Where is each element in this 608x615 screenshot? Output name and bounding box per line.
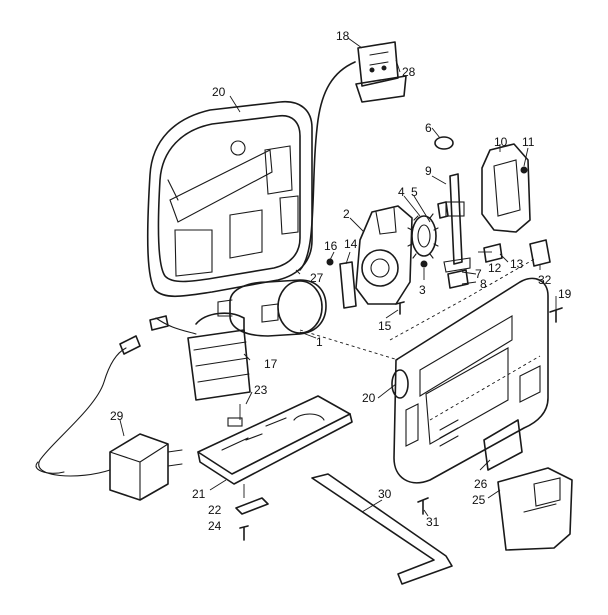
callout-3: 3 — [419, 283, 426, 297]
internal-cord — [155, 317, 197, 335]
motor-lead-wire — [299, 61, 356, 271]
switch-assembly — [355, 41, 407, 103]
gear-housing — [355, 205, 413, 305]
callout-24: 24 — [208, 519, 222, 533]
callout-23: 23 — [254, 383, 268, 397]
callout-30: 30 — [378, 487, 392, 501]
charger-cord — [38, 347, 127, 477]
callout-17: 17 — [264, 357, 278, 371]
callout-10: 10 — [494, 135, 508, 149]
base-shoe — [197, 395, 353, 485]
callout-9: 9 — [425, 164, 432, 178]
gear-cover-plate — [481, 143, 531, 233]
right-housing-half — [391, 277, 549, 484]
nameplate — [483, 419, 523, 471]
callout-2: 2 — [343, 207, 350, 221]
callout-21: 21 — [192, 487, 206, 501]
callout-1: 1 — [316, 335, 323, 349]
callout-13: 13 — [510, 257, 524, 271]
cam-roller — [434, 136, 454, 150]
callout-6: 6 — [425, 121, 432, 135]
screw-24 — [239, 525, 249, 541]
callout-15: 15 — [378, 319, 392, 333]
screw-15 — [395, 301, 405, 315]
motor — [217, 279, 327, 337]
cord-plug-end — [149, 315, 169, 331]
blade-plunger — [443, 173, 471, 273]
screw-31 — [417, 497, 429, 515]
saw-blade — [311, 473, 453, 585]
callout-18: 18 — [336, 29, 350, 43]
shoe-plate — [235, 497, 269, 515]
left-housing-half — [146, 101, 313, 298]
callout-29: 29 — [110, 409, 124, 423]
guide-block — [447, 269, 469, 289]
callout-22: 22 — [208, 503, 222, 517]
battery-pack — [187, 312, 251, 401]
brush-lever — [339, 261, 357, 309]
callout-16: 16 — [324, 239, 338, 253]
callout-27: 27 — [310, 271, 324, 285]
blade-clamp — [529, 239, 551, 267]
callout-7: 7 — [475, 267, 482, 281]
callout-14: 14 — [344, 237, 358, 251]
battery-charger — [35, 335, 183, 501]
drive-gear — [407, 213, 439, 259]
callout-19: 19 — [558, 287, 572, 301]
callout-20-right: 20 — [362, 391, 376, 405]
callout-25: 25 — [472, 493, 486, 507]
screw-3 — [420, 260, 428, 268]
callout-31: 31 — [426, 515, 440, 529]
callout-8: 8 — [480, 277, 487, 291]
battery-door — [497, 467, 573, 551]
callout-32: 32 — [538, 273, 552, 287]
callout-28: 28 — [402, 65, 416, 79]
callout-20-left: 20 — [212, 85, 226, 99]
screw-19 — [549, 307, 563, 323]
callout-11: 11 — [522, 135, 535, 149]
callout-4: 4 — [398, 185, 405, 199]
bushing — [437, 201, 449, 219]
support-clip — [483, 243, 503, 263]
screw-11 — [520, 166, 528, 174]
callout-5: 5 — [411, 185, 418, 199]
callout-12: 12 — [488, 261, 502, 275]
callout-26: 26 — [474, 477, 488, 491]
